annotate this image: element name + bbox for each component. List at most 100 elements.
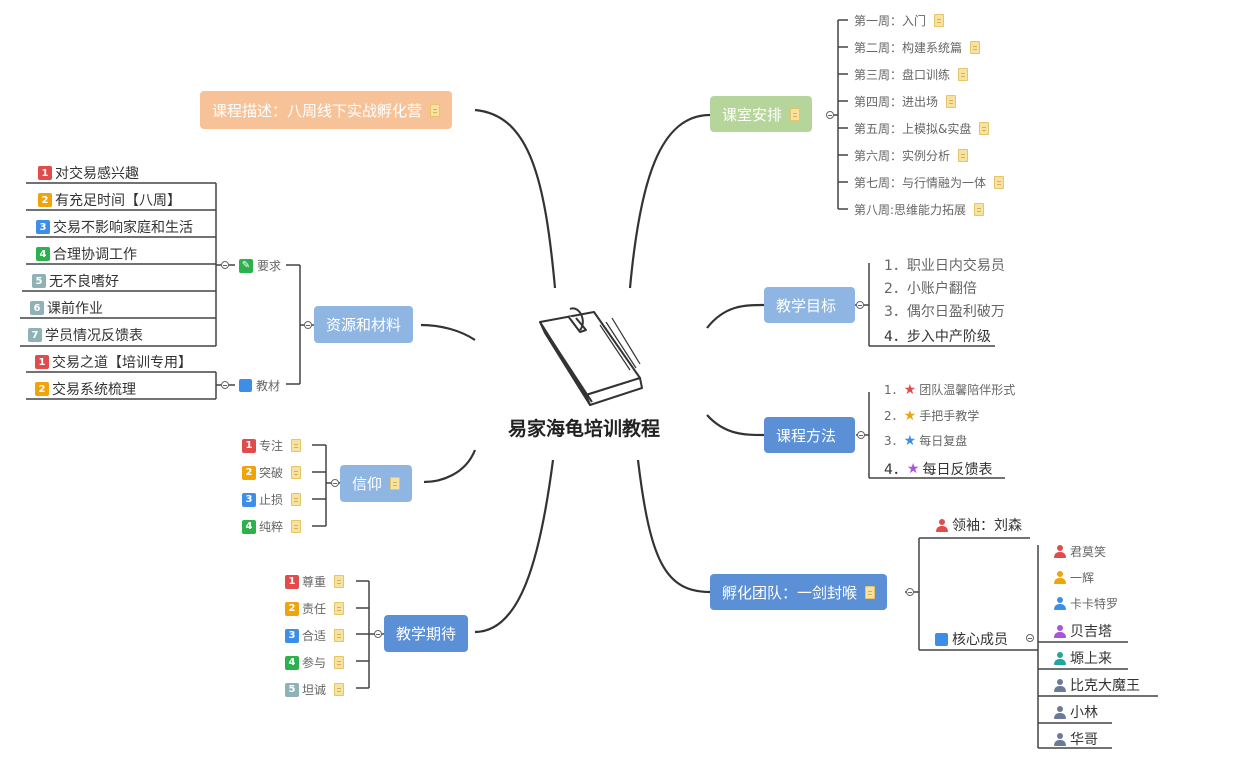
team-leader[interactable]: 领袖：刘森: [936, 515, 1022, 535]
member-item[interactable]: 贝吉塔: [1054, 621, 1112, 641]
collapse-toggle[interactable]: [221, 381, 229, 389]
note-icon[interactable]: [430, 103, 441, 117]
note-icon[interactable]: [291, 466, 302, 479]
topic-resources[interactable]: 资源和材料: [314, 306, 414, 343]
schedule-item[interactable]: 第八周:思维能力拓展: [854, 201, 985, 218]
topic-schedule-label: 课室安排: [722, 105, 783, 124]
person-icon: [1054, 597, 1066, 610]
schedule-item[interactable]: 第六周：实例分析: [854, 147, 969, 164]
note-icon[interactable]: [334, 656, 345, 669]
note-icon[interactable]: [974, 203, 985, 216]
member-item[interactable]: 一辉: [1054, 569, 1094, 586]
topic-course-description[interactable]: 课程描述：八周线下实战孵化营: [200, 91, 453, 129]
note-icon[interactable]: [994, 176, 1005, 189]
note-icon[interactable]: [958, 149, 969, 162]
person-icon: [1054, 545, 1066, 558]
topic-schedule[interactable]: 课室安排: [710, 96, 813, 132]
collapse-toggle[interactable]: [304, 321, 312, 329]
priority-1-icon: 1: [285, 574, 299, 589]
team-icon: [935, 632, 948, 646]
schedule-item[interactable]: 第七周：与行情融为一体: [854, 174, 1005, 191]
priority-1-icon: 1: [35, 355, 49, 369]
method-item[interactable]: 1．★团队温馨陪伴形式: [884, 381, 1016, 398]
method-item[interactable]: 4．★每日反馈表: [884, 461, 993, 478]
topic-expectations[interactable]: 教学期待: [384, 615, 469, 652]
topic-methods[interactable]: 课程方法: [764, 417, 855, 453]
method-item[interactable]: 3．★每日复盘: [884, 432, 968, 449]
method-item[interactable]: 2．★手把手教学: [884, 407, 980, 424]
member-item[interactable]: 卡卡特罗: [1054, 595, 1118, 612]
member-item[interactable]: 比克大魔王: [1054, 675, 1140, 695]
priority-3-icon: 3: [285, 628, 299, 643]
schedule-item[interactable]: 第四周：进出场: [854, 93, 957, 110]
note-icon[interactable]: [291, 493, 302, 506]
collapse-toggle[interactable]: [826, 111, 834, 119]
member-item[interactable]: 华哥: [1054, 729, 1098, 749]
topic-expectations-label: 教学期待: [396, 625, 457, 643]
collapse-toggle[interactable]: [1026, 634, 1034, 642]
note-icon[interactable]: [979, 122, 990, 135]
note-icon[interactable]: [334, 602, 345, 615]
collapse-toggle[interactable]: [857, 431, 865, 439]
schedule-item[interactable]: 第二周：构建系统篇: [854, 39, 981, 56]
collapse-toggle[interactable]: [221, 261, 229, 269]
member-item[interactable]: 塬上来: [1054, 648, 1112, 668]
note-icon[interactable]: [865, 585, 876, 599]
central-title[interactable]: 易家海龟培训教程: [508, 418, 661, 440]
topic-goals[interactable]: 教学目标: [764, 287, 855, 323]
note-icon[interactable]: [334, 683, 345, 696]
topic-team[interactable]: 孵化团队：一剑封喉: [710, 574, 888, 610]
team-core[interactable]: 核心成员: [935, 629, 1008, 649]
note-icon[interactable]: [946, 95, 957, 108]
note-icon[interactable]: [958, 68, 969, 81]
collapse-toggle[interactable]: [331, 479, 339, 487]
note-icon[interactable]: [334, 629, 345, 642]
goal-item[interactable]: 2．小账户翻倍: [884, 281, 977, 297]
note-icon[interactable]: [390, 477, 401, 490]
schedule-item[interactable]: 第三周：盘口训练: [854, 66, 969, 83]
note-icon[interactable]: [291, 520, 302, 533]
note-icon[interactable]: [334, 575, 345, 588]
priority-3-icon: 3: [242, 492, 256, 507]
collapse-toggle[interactable]: [906, 588, 914, 596]
goal-item[interactable]: 3．偶尔日盈利破万: [884, 304, 1005, 320]
goal-item[interactable]: 1．职业日内交易员: [884, 258, 1005, 274]
goal-item[interactable]: 4．步入中产阶级: [884, 329, 991, 345]
topic-faith[interactable]: 信仰: [340, 465, 413, 502]
note-icon[interactable]: [934, 14, 945, 27]
team-icon: [239, 379, 252, 392]
priority-5-icon: 5: [32, 274, 46, 288]
requirements-node[interactable]: ✎ 要求: [239, 257, 281, 274]
schedule-item[interactable]: 第一周：入门: [854, 12, 945, 29]
schedule-item[interactable]: 第五周：上模拟&实盘: [854, 120, 990, 137]
topic-faith-label: 信仰: [352, 475, 383, 493]
priority-2-icon: 2: [35, 382, 49, 396]
priority-5-icon: 5: [285, 682, 299, 697]
materials-node[interactable]: 教材: [239, 377, 280, 394]
member-item[interactable]: 小林: [1054, 702, 1098, 722]
note-icon[interactable]: [790, 107, 801, 121]
note-icon[interactable]: [291, 439, 302, 452]
member-item[interactable]: 君莫笑: [1054, 543, 1106, 560]
note-icon[interactable]: [970, 41, 981, 54]
collapse-toggle[interactable]: [374, 630, 382, 638]
collapse-toggle[interactable]: [856, 301, 864, 309]
